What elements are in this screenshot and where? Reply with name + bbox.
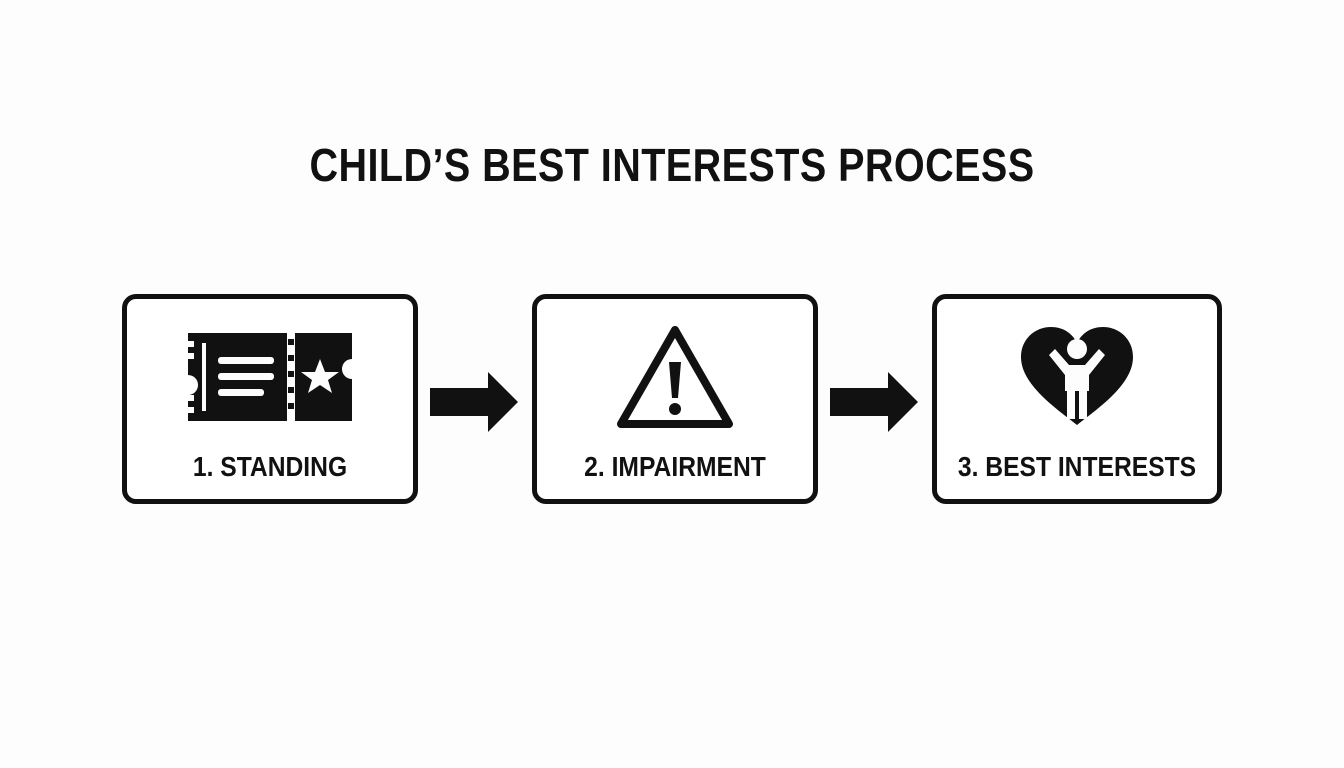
step-label: 1. STANDING bbox=[192, 451, 348, 482]
step-label: 2. IMPAIRMENT bbox=[584, 451, 766, 482]
step-best-interests: 3. BEST INTERESTS bbox=[932, 294, 1222, 504]
arrow-right-icon bbox=[830, 372, 918, 432]
step-label: 3. BEST INTERESTS bbox=[957, 451, 1197, 482]
step-impairment: 2. IMPAIRMENT bbox=[532, 294, 818, 504]
warning-triangle-icon bbox=[537, 326, 813, 428]
ticket-icon bbox=[127, 327, 413, 427]
diagram-title: CHILD’S BEST INTERESTS PROCESS bbox=[309, 139, 1035, 191]
heart-child-icon bbox=[937, 327, 1217, 427]
arrow-right-icon bbox=[430, 372, 518, 432]
step-standing: 1. STANDING bbox=[122, 294, 418, 504]
